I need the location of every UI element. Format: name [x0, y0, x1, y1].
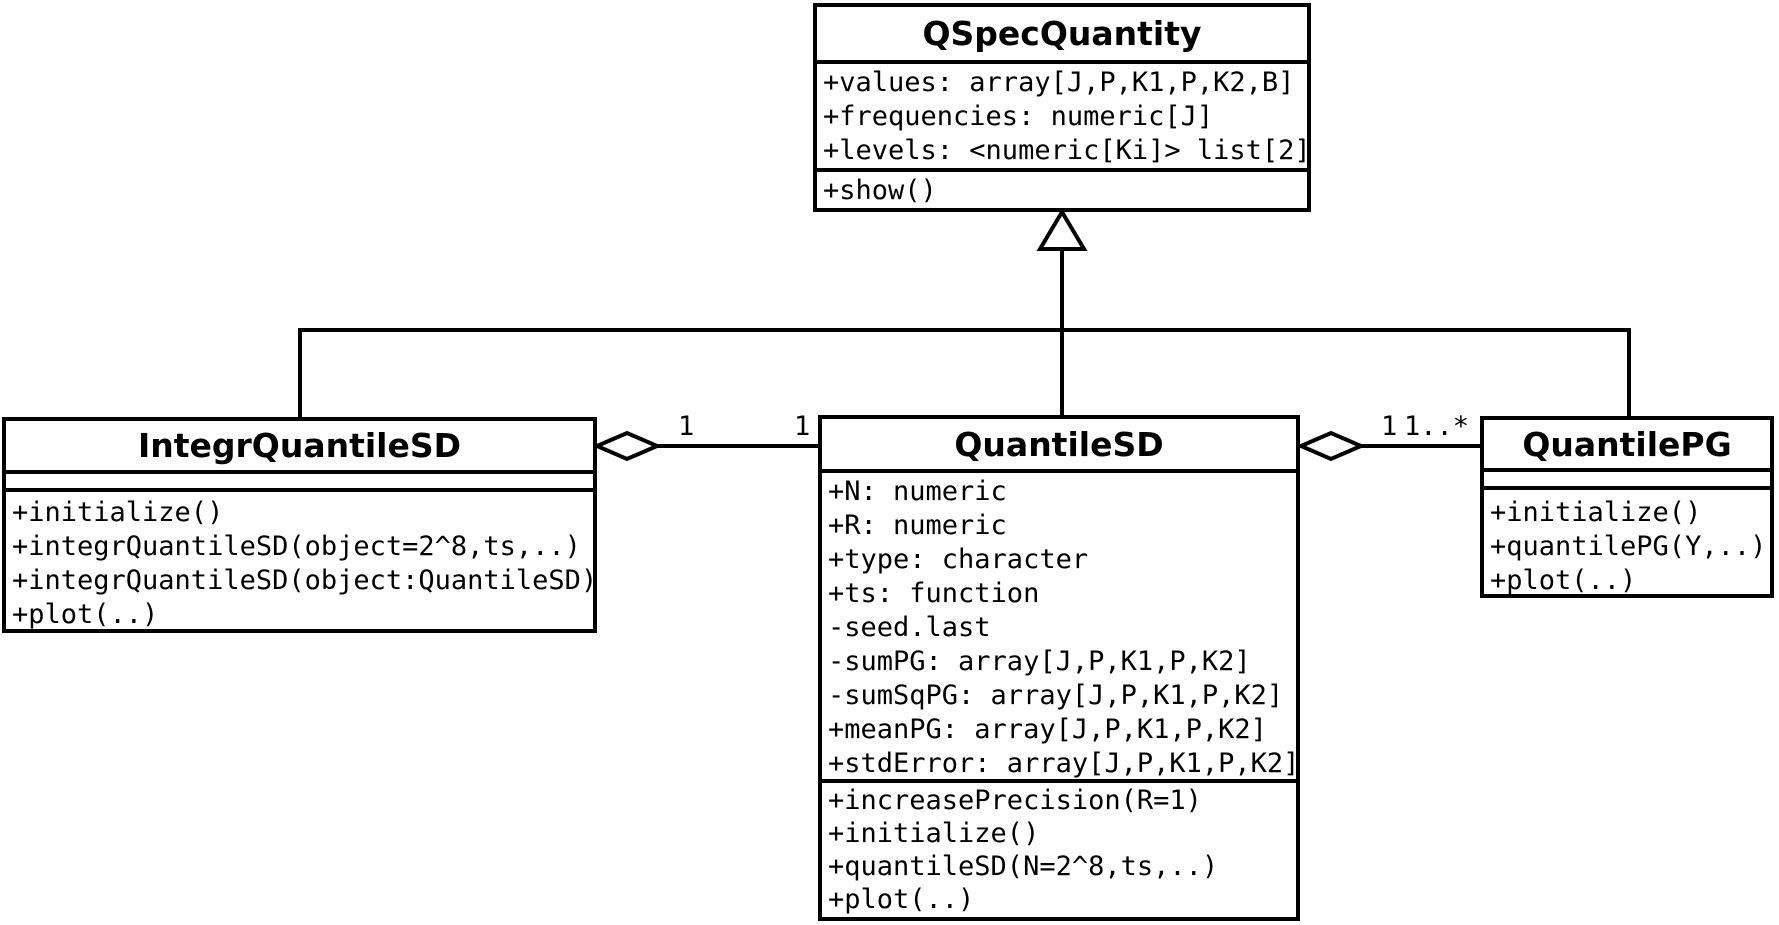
- class-box-quantilesd: QuantileSD +N: numeric +R: numeric +type…: [818, 415, 1300, 921]
- method-row: +plot(..): [828, 884, 975, 915]
- methods-compartment: +increasePrecision(R=1) +initialize() +q…: [822, 783, 1296, 916]
- class-box-integrquantilesd: IntegrQuantileSD +initialize() +integrQu…: [2, 417, 597, 633]
- attribute-row: +ts: function: [828, 578, 1040, 609]
- attributes-compartment: [6, 474, 593, 492]
- attribute-row: -sumPG: array[J,P,K1,P,K2]: [828, 646, 1251, 677]
- method-row: +show(): [823, 175, 937, 206]
- multiplicity-label: 1: [678, 411, 695, 442]
- generalization-line: [298, 247, 1631, 420]
- multiplicity-label: 1: [794, 411, 811, 442]
- method-row: +initialize(): [828, 818, 1040, 849]
- attribute-row: -sumSqPG: array[J,P,K1,P,K2]: [828, 680, 1284, 711]
- class-box-quantilepg: QuantilePG +initialize() +quantilePG(Y,.…: [1480, 416, 1774, 598]
- attribute-row: +levels: <numeric[Ki]> list[2]: [823, 135, 1311, 166]
- attribute-row: +meanPG: array[J,P,K1,P,K2]: [828, 714, 1267, 745]
- methods-compartment: +initialize() +integrQuantileSD(object=2…: [6, 492, 598, 632]
- attribute-row: -seed.last: [828, 612, 991, 643]
- method-row: +initialize(): [1490, 497, 1702, 528]
- multiplicity-label: 1: [1381, 411, 1398, 442]
- method-row: +integrQuantileSD(object:QuantileSD): [12, 565, 598, 596]
- attribute-row: +R: numeric: [828, 510, 1007, 541]
- generalization-triangle-icon: [1036, 208, 1088, 251]
- attributes-compartment: +N: numeric +R: numeric +type: character…: [822, 473, 1300, 783]
- aggregation-diamond-integr-icon: [591, 430, 663, 462]
- class-name: QuantileSD: [822, 419, 1296, 473]
- attribute-row: +N: numeric: [828, 476, 1007, 507]
- multiplicity-label: 1..*: [1404, 411, 1470, 442]
- attribute-row: +values: array[J,P,K1,P,K2,B]: [823, 67, 1295, 98]
- class-name: QuantilePG: [1484, 420, 1770, 472]
- method-row: +integrQuantileSD(object=2^8,ts,..): [12, 531, 581, 562]
- class-box-qspecquantity: QSpecQuantity +values: array[J,P,K1,P,K2…: [813, 3, 1311, 212]
- aggregation-diamond-quantilesd-icon: [1295, 430, 1367, 462]
- attributes-compartment: +values: array[J,P,K1,P,K2,B] +frequenci…: [817, 64, 1311, 172]
- methods-compartment: +initialize() +quantilePG(Y,..) +plot(..…: [1484, 490, 1770, 598]
- method-row: +increasePrecision(R=1): [828, 785, 1202, 816]
- attribute-row: +type: character: [828, 544, 1089, 575]
- method-row: +quantileSD(N=2^8,ts,..): [828, 851, 1219, 882]
- class-name: QSpecQuantity: [817, 7, 1307, 64]
- attribute-row: +stdError: array[J,P,K1,P,K2]: [828, 748, 1300, 779]
- methods-compartment: +show(): [817, 172, 1307, 208]
- method-row: +plot(..): [1490, 565, 1637, 596]
- method-row: +initialize(): [12, 497, 224, 528]
- method-row: +quantilePG(Y,..): [1490, 531, 1767, 562]
- method-row: +plot(..): [12, 599, 159, 630]
- class-name: IntegrQuantileSD: [6, 421, 593, 474]
- attribute-row: +frequencies: numeric[J]: [823, 101, 1214, 132]
- attributes-compartment: [1484, 472, 1770, 490]
